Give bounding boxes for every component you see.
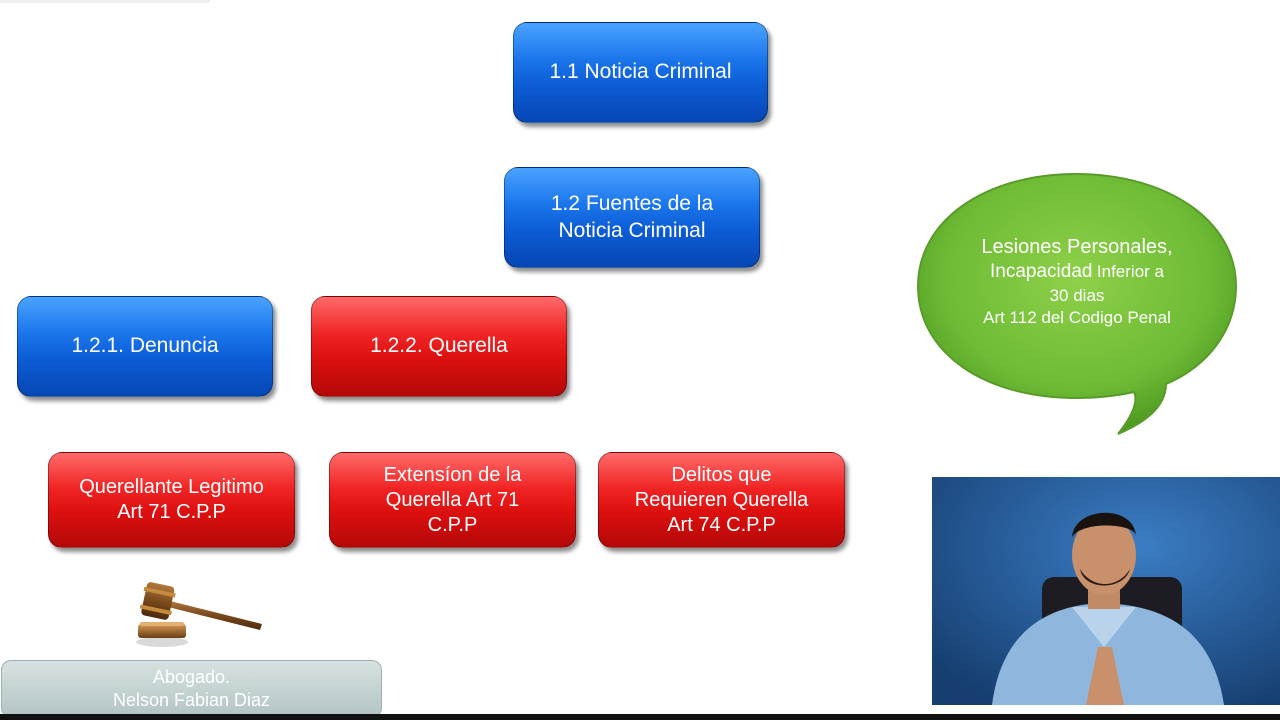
bubble-text: Lesiones Personales, Incapacidad Inferio… [946,234,1208,329]
speech-bubble-shape [916,172,1238,435]
bubble-line-3: 30 dias [1049,285,1105,305]
bubble-line-2b: Inferior a [1096,262,1164,281]
bottom-bar [0,714,1280,720]
node-delitos-querella: Delitos que Requieren Querella Art 74 C.… [598,452,845,548]
gavel-icon [134,578,268,648]
bubble-line-2a: Incapacidad [989,261,1093,282]
presenter-name-banner: Abogado. Nelson Fabian Diaz [1,660,382,718]
node-denuncia: 1.2.1. Denuncia [17,296,273,397]
presenter-video [932,477,1280,705]
bubble-line-1: Lesiones Personales, [981,236,1173,258]
presenter-name: Nelson Fabian Diaz [112,690,271,711]
presenter-title: Abogado. [152,667,231,687]
node-querella: 1.2.2. Querella [311,296,567,397]
node-querellante-legitimo: Querellante Legitimo Art 71 C.P.P [48,452,295,548]
node-extension-querella: Extensíon de la Querella Art 71 C.P.P [329,452,576,548]
bubble-line-4: Art 112 del Codigo Penal [983,307,1171,327]
node-fuentes-noticia-criminal: 1.2 Fuentes de la Noticia Criminal [504,167,760,268]
node-noticia-criminal: 1.1 Noticia Criminal [513,22,768,123]
speech-bubble: Lesiones Personales, Incapacidad Inferio… [916,168,1244,440]
top-strip [0,0,210,3]
